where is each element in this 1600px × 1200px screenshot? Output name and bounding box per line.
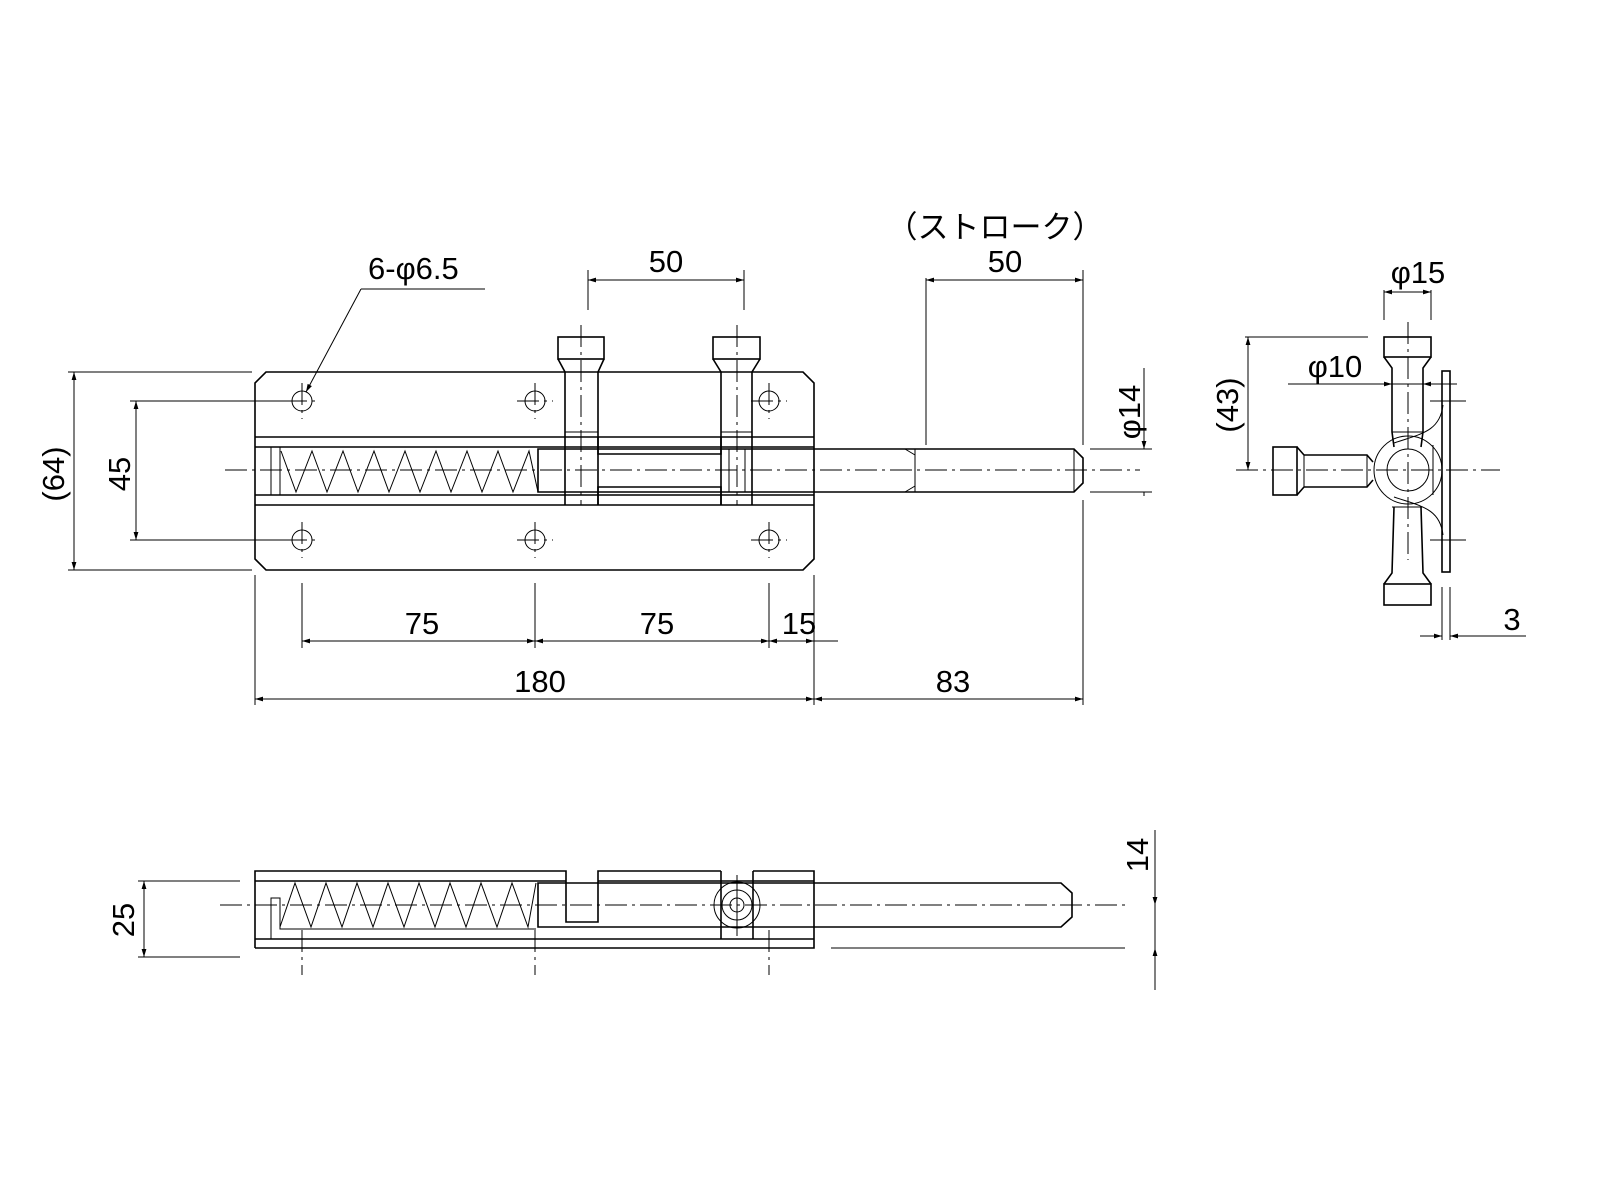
side-centerlines xyxy=(1236,322,1500,560)
dim-bottom-chain: 75 75 15 180 83 xyxy=(254,500,1084,705)
dim-bolt-offset: 14 xyxy=(1120,830,1158,990)
handle-2 xyxy=(712,325,761,505)
body-height-label: 25 xyxy=(106,903,141,937)
front-view: 6-φ6.5 50 （ストローク） 50 φ14 (64) xyxy=(36,210,1152,705)
dim-plate-thickness: 3 xyxy=(1420,587,1526,640)
hole-spec-label: 6-φ6.5 xyxy=(368,251,459,286)
hole-extension-lines xyxy=(301,930,770,975)
plate-height-label: (64) xyxy=(36,446,71,501)
spring-retainer xyxy=(270,897,536,939)
side-view: φ15 (43) φ10 3 xyxy=(1210,255,1526,640)
base-plate xyxy=(254,371,815,571)
neck-diameter-label: φ10 xyxy=(1308,349,1363,384)
stroke-label: （ストローク） xyxy=(887,210,1104,245)
plate-thickness-label: 3 xyxy=(1503,602,1520,637)
dim-neck-diameter: φ10 xyxy=(1288,349,1457,387)
bottom-handle xyxy=(1383,506,1432,606)
side-plate xyxy=(1441,370,1451,573)
dim-hole-spec: 6-φ6.5 xyxy=(305,251,485,393)
dim-handle-pitch: 50 xyxy=(587,244,745,310)
bolt-projection-label: 83 xyxy=(936,664,970,699)
mounting-hole xyxy=(517,522,553,558)
left-handle xyxy=(1272,446,1374,496)
bolt-diameter-label: φ14 xyxy=(1112,385,1147,440)
dim-bolt-diameter: φ14 xyxy=(1090,368,1152,496)
mounting-hole xyxy=(517,383,553,419)
bolt-offset-label: 14 xyxy=(1120,838,1155,872)
dim-hole-row-pitch: 45 xyxy=(102,400,288,541)
channel xyxy=(255,436,814,506)
mounting-hole xyxy=(751,522,787,558)
mounting-hole xyxy=(285,383,320,419)
handle-diameter-label: φ15 xyxy=(1391,255,1446,290)
hole-pitch-1-label: 75 xyxy=(405,606,439,641)
dim-stroke: （ストローク） 50 xyxy=(887,210,1104,445)
dim-body-height: 25 xyxy=(106,880,240,958)
bolt xyxy=(537,448,1084,493)
mounting-holes xyxy=(285,383,787,558)
plate-length-label: 180 xyxy=(514,664,566,699)
bottom-view: 25 14 xyxy=(106,830,1158,990)
edge-to-hole-label: 15 xyxy=(782,606,816,641)
bolt-side xyxy=(537,882,1073,928)
handle-height-label: (43) xyxy=(1210,377,1245,432)
handle-pitch-label: 50 xyxy=(649,244,683,279)
hole-pitch-2-label: 75 xyxy=(640,606,674,641)
mounting-hole xyxy=(751,383,787,419)
stroke-value: 50 xyxy=(988,244,1022,279)
handle-1 xyxy=(557,325,605,505)
mounting-hole xyxy=(285,522,320,558)
hole-row-pitch-label: 45 xyxy=(102,457,137,491)
dim-handle-diameter: φ15 xyxy=(1383,255,1446,320)
dim-plate-height: (64) xyxy=(36,371,252,571)
dim-handle-height: (43) xyxy=(1210,336,1368,470)
spring xyxy=(280,449,539,494)
